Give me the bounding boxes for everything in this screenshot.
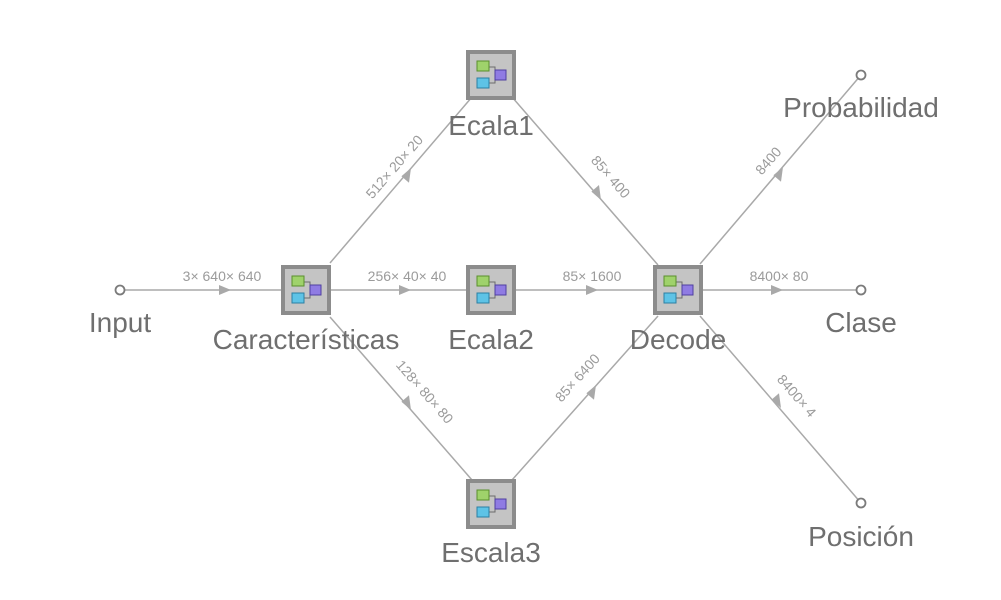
label-caracteristicas: Características: [213, 324, 400, 355]
layer-icon: [466, 265, 516, 315]
label-input: Input: [89, 307, 151, 338]
edge-decode-clase: [703, 285, 861, 295]
node-decode[interactable]: [653, 265, 703, 315]
edge-decode-posicion: [699, 315, 862, 504]
label-posicion: Posición: [808, 521, 914, 552]
node-ecala1[interactable]: [466, 50, 516, 100]
label-ecala1: Ecala1: [448, 110, 534, 141]
node-ecala2[interactable]: [466, 265, 516, 315]
edge-caracteristicas-ecala2: [330, 285, 468, 295]
edge-caracteristicas-escala3: [329, 316, 473, 481]
label-escala3: Escala3: [441, 537, 541, 568]
port-posicion[interactable]: [855, 497, 867, 509]
edge-label-caracteristicas-ecala2: 256× 40× 40: [368, 268, 447, 284]
label-decode: Decode: [630, 324, 727, 355]
edge-label-decode-posicion: 8400× 4: [774, 371, 820, 420]
edge-decode-probabilidad: [699, 74, 862, 265]
label-ecala2: Ecala2: [448, 324, 534, 355]
node-caracteristicas[interactable]: [281, 265, 331, 315]
port-probabilidad[interactable]: [855, 69, 867, 81]
node-escala3[interactable]: [466, 479, 516, 529]
edge-label-escala3-decode: 85× 6400: [552, 350, 603, 405]
label-probabilidad: Probabilidad: [783, 92, 939, 123]
edge-ecala2-decode: [515, 285, 655, 295]
edge-label-input-caracteristicas: 3× 640× 640: [183, 268, 262, 284]
edge-label-ecala2-decode: 85× 1600: [563, 268, 622, 284]
edge-label-caracteristicas-escala3: 128× 80× 80: [393, 357, 457, 427]
edge-escala3-decode: [511, 315, 659, 481]
layer-icon: [466, 479, 516, 529]
edge-caracteristicas-ecala1: [329, 96, 473, 264]
edge-input-caracteristicas: [120, 285, 282, 295]
label-clase: Clase: [825, 307, 897, 338]
port-clase[interactable]: [855, 284, 867, 296]
edge-label-decode-clase: 8400× 80: [750, 268, 809, 284]
edge-label-caracteristicas-ecala1: 512× 20× 20: [362, 132, 426, 202]
layer-icon: [281, 265, 331, 315]
layer-icon: [653, 265, 703, 315]
edge-ecala1-decode: [511, 96, 659, 266]
port-input[interactable]: [114, 284, 126, 296]
layer-icon: [466, 50, 516, 100]
